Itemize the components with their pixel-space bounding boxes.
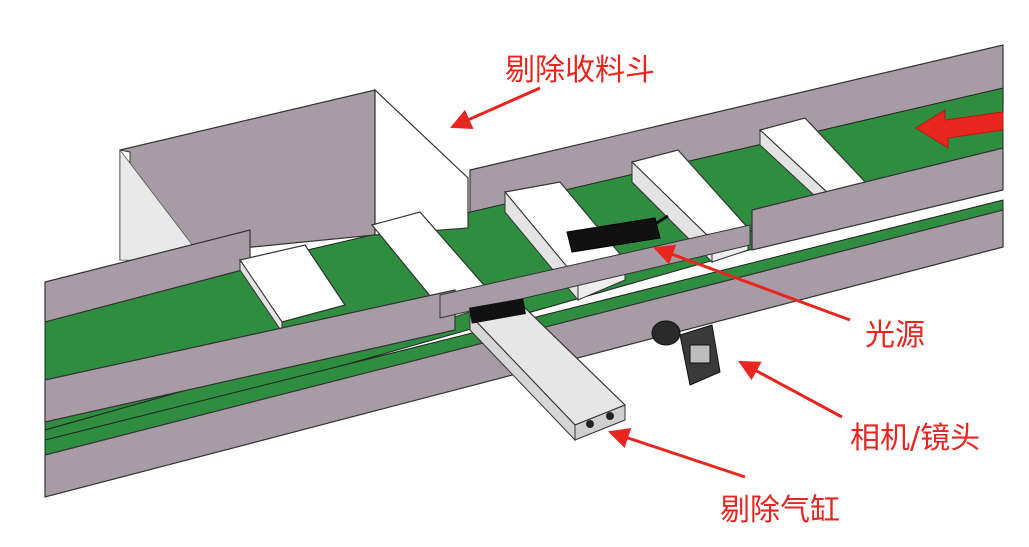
reject-hopper-label: 剔除收料斗 (505, 53, 655, 88)
hopper-pointer (450, 86, 541, 129)
reject-hopper (119, 88, 469, 263)
camera (651, 320, 721, 386)
cylinder-pointer (608, 428, 746, 479)
reject-cylinder-label: 剔除气缸 (720, 493, 840, 528)
light-pointer (653, 244, 851, 322)
camera-pointer (738, 360, 843, 419)
annotation-arrows (450, 86, 851, 479)
direction-arrow (915, 109, 1004, 149)
camera-lens-label: 相机/镜头 (850, 421, 981, 456)
light-source-label: 光源 (865, 318, 925, 353)
reject-cylinder (468, 298, 627, 442)
light-source (566, 214, 669, 253)
